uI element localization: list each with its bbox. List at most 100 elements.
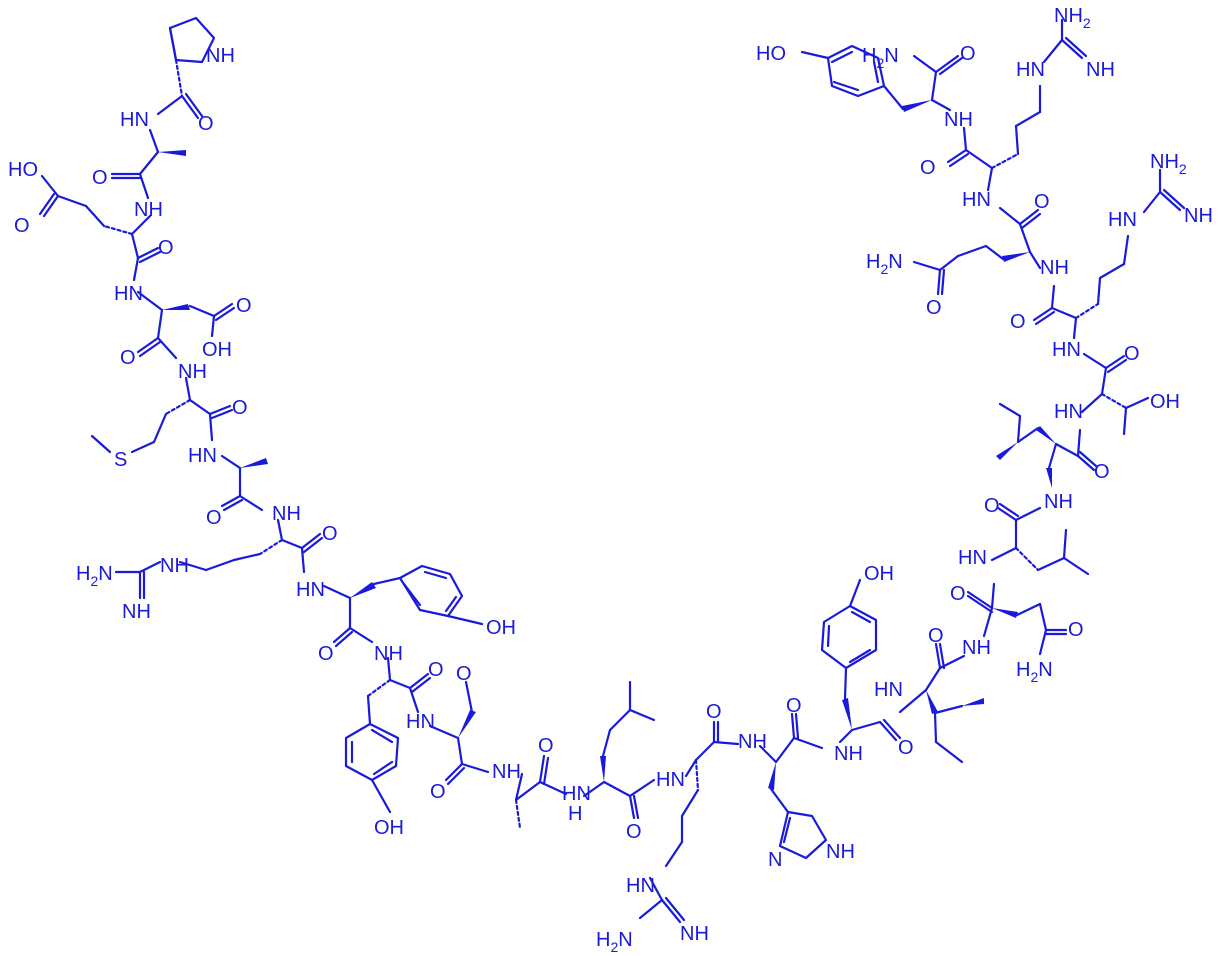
arg1-imine-nh-label: NH (122, 601, 151, 623)
tyrosine-4-residue (800, 44, 964, 112)
glu-ho-label: HO (8, 159, 38, 181)
glutamine-residue (912, 206, 1042, 296)
arginine-3-residue (1032, 168, 1186, 340)
arg4-guanidine-hn-label: HN (1016, 59, 1045, 81)
arg4-imine-nh-label: NH (1086, 59, 1115, 81)
tyrosine-3-residue (820, 578, 902, 744)
asp-oh-label: OH (202, 339, 232, 361)
tyr4-carbonyl-o-label: O (960, 43, 976, 65)
ile1-carbonyl-o-label: O (928, 625, 944, 647)
ile2-nh-label: NH (1044, 491, 1073, 513)
tyr2-nh-label: NH (374, 643, 403, 665)
tyr3-carbonyl-o-label: O (898, 737, 914, 759)
arg4-carbonyl-o-label: O (920, 157, 936, 179)
ala3-carbonyl-o-label: O (538, 735, 554, 757)
tyr2-carbonyl-o-label: O (428, 659, 444, 681)
thr-oh-label: OH (1150, 391, 1180, 413)
tyrosine-2-residue (344, 656, 432, 814)
tyr3-nh-label: NH (834, 743, 863, 765)
ala1-o-label: O (198, 113, 214, 135)
arg3-guanidine-hn-label: HN (1108, 209, 1137, 231)
his-n-label: N (768, 849, 782, 871)
isoleucine-1-residue (898, 642, 984, 764)
leu1-carbonyl-o-label: O (626, 821, 642, 843)
serine-residue (428, 680, 490, 786)
met-s-label: S (114, 449, 127, 471)
leucine-1-residue (582, 680, 656, 820)
glutamate-residue (38, 174, 162, 282)
arg3-imine-nh-label: NH (1184, 205, 1213, 227)
arg1-guanidine-nh-label: NH (160, 555, 189, 577)
tyr4-nh-label: NH (944, 109, 973, 131)
his-nh-label: NH (738, 731, 767, 753)
his-carbonyl-o-label: O (786, 695, 802, 717)
ala3-nh-label: NH (492, 761, 521, 783)
tyr1-hn-label: HN (296, 579, 325, 601)
tyr4-h2n-label: H2N (862, 45, 899, 71)
his-ring-nh-label: NH (826, 841, 855, 863)
asp-hn-label: HN (114, 283, 143, 305)
ile1-hn-label: HN (874, 679, 903, 701)
isoleucine-2-residue (996, 402, 1098, 488)
asn-amide-o-label: O (1068, 619, 1084, 641)
leu1-h-label: H (568, 803, 582, 825)
asp-o-label: O (236, 295, 252, 317)
ala2-carbonyl-o-label: O (206, 507, 222, 529)
leu2-hn-label: HN (958, 547, 987, 569)
arg1-carbonyl-o-label: O (322, 523, 338, 545)
tyr4-ho-label: HO (756, 43, 786, 65)
ile2-carbonyl-o-label: O (1094, 461, 1110, 483)
arg2-guanidine-hn-label: HN (626, 875, 655, 897)
alanine-2-residue (220, 454, 268, 512)
alanine-3-residue (514, 754, 568, 830)
asn-carbonyl-o-label: O (950, 583, 966, 605)
arg3-carbonyl-o-label: O (1010, 311, 1026, 333)
methionine-residue (90, 376, 234, 454)
ser-hydroxyl-label: O (456, 663, 472, 685)
gln-carbonyl-o-label: O (1034, 191, 1050, 213)
tyr1-oh-label: OH (486, 617, 516, 639)
thr-carbonyl-o-label: O (1124, 343, 1140, 365)
tyr1-carbonyl-o-label: O (318, 643, 334, 665)
arginine-2-residue (638, 720, 740, 924)
alanine-1-residue (110, 128, 186, 200)
aspartate-residue (136, 290, 236, 360)
threonine-residue (1080, 352, 1150, 436)
arginine-1-residue (114, 518, 324, 600)
ala1-carbonyl-o-label: O (92, 167, 108, 189)
arg2-carbonyl-o-label: O (706, 701, 722, 723)
thr-hn-label: HN (1054, 401, 1083, 423)
asparagine-residue (966, 582, 1068, 656)
ala1-hn-label: HN (120, 109, 149, 131)
met-nh-label: NH (178, 361, 207, 383)
gln-nh-label: NH (1040, 257, 1069, 279)
asp-carbonyl-o-label: O (120, 347, 136, 369)
glu-carbonyl-o-label: O (158, 237, 174, 259)
arg4-nh2-label: NH2 (1054, 5, 1091, 31)
leu1-hn-label: HN (562, 783, 591, 805)
tyr2-oh-label: OH (374, 817, 404, 839)
arginine-4-residue (946, 18, 1088, 192)
arg3-hn-label: HN (1052, 339, 1081, 361)
arg2-imine-nh-label: NH (680, 923, 709, 945)
ser-carbonyl-o-label: O (430, 781, 446, 803)
arg4-hn-label: HN (962, 189, 991, 211)
asn-h2n-label: H2N (1016, 659, 1053, 685)
asn-nh-label: NH (962, 637, 991, 659)
pro-nh-label: NH (206, 45, 235, 67)
glu-nh-label: NH (134, 199, 163, 221)
arg1-nh-label: NH (272, 503, 301, 525)
proline-residue (156, 16, 216, 120)
met-carbonyl-o-label: O (232, 397, 248, 419)
glu-o-label: O (14, 215, 30, 237)
ser-hn-label: HN (406, 711, 435, 733)
ala2-hn-label: HN (188, 445, 217, 467)
histidine-residue (758, 712, 828, 860)
tyrosine-1-residue (322, 564, 484, 648)
arg1-h2n-label: H2N (76, 563, 113, 589)
arg2-h2n-label: H2N (596, 929, 633, 955)
arg2-hn-label: HN (656, 769, 685, 791)
leu2-carbonyl-o-label: O (984, 495, 1000, 517)
arg3-nh2-label: NH2 (1150, 151, 1187, 177)
